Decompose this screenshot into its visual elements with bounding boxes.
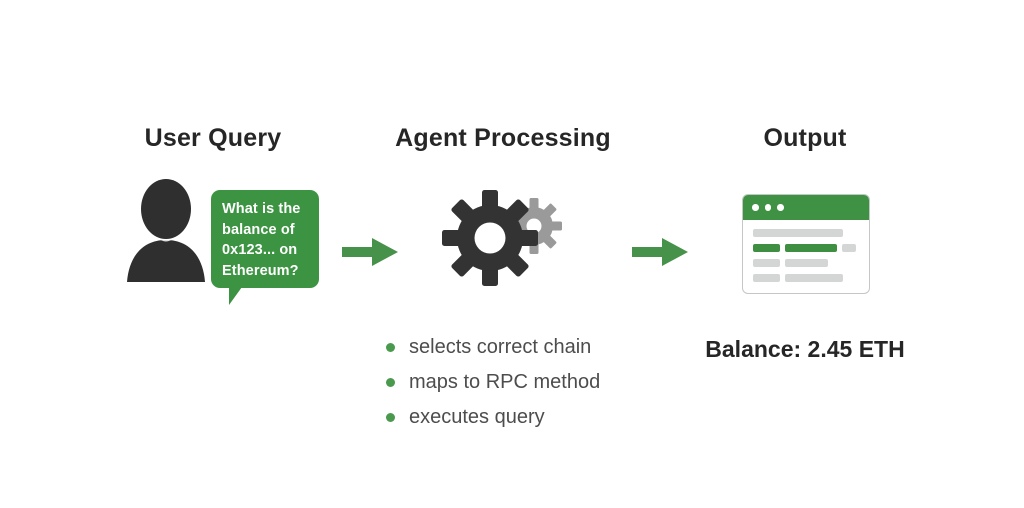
agent-step-label: maps to RPC method	[409, 371, 601, 393]
content-row	[753, 274, 859, 282]
user-avatar-icon	[126, 178, 206, 282]
arrow-user-to-agent-icon	[342, 235, 400, 269]
arrow-agent-to-output-icon	[632, 235, 690, 269]
content-bar	[785, 259, 828, 267]
content-bar	[785, 244, 837, 252]
bubble-line-3: 0x123... on	[222, 242, 298, 258]
list-item: selects correct chain	[386, 330, 716, 365]
agent-steps-list: selects correct chain maps to RPC method…	[386, 330, 716, 435]
content-row	[753, 229, 859, 237]
bubble-line-4: Ethereum?	[222, 262, 299, 279]
list-item: executes query	[386, 400, 716, 435]
speech-bubble-tail	[229, 287, 253, 305]
bubble-line-1: What is the	[222, 201, 301, 217]
balance-result-label: Balance: 2.45 ETH	[705, 336, 905, 362]
content-row	[753, 259, 859, 267]
column-heading-user-query: User Query	[144, 124, 282, 152]
bubble-line-2: balance of	[222, 221, 295, 238]
agent-step-label: executes query	[409, 406, 545, 428]
bullet-dot-icon	[386, 343, 395, 352]
window-dot-icon	[777, 204, 784, 211]
content-bar	[753, 259, 780, 267]
column-heading-output: Output	[763, 124, 847, 152]
gears-icon	[440, 186, 570, 286]
content-bar	[753, 274, 780, 282]
list-item: maps to RPC method	[386, 365, 716, 400]
column-heading-agent-processing: Agent Processing	[395, 124, 611, 152]
content-row-highlighted	[753, 244, 859, 252]
browser-window-icon	[742, 194, 870, 294]
window-title-bar	[743, 195, 869, 220]
window-dot-icon	[752, 204, 759, 211]
content-bar	[753, 244, 780, 252]
content-bar	[785, 274, 843, 282]
content-bar	[842, 244, 856, 252]
bullet-dot-icon	[386, 378, 395, 387]
window-dot-icon	[764, 204, 771, 211]
user-query-speech-bubble: What is the balance of 0x123... on Ether…	[211, 190, 319, 305]
window-content	[743, 220, 869, 282]
agent-step-label: selects correct chain	[409, 336, 592, 358]
content-bar	[753, 229, 843, 237]
bullet-dot-icon	[386, 413, 395, 422]
